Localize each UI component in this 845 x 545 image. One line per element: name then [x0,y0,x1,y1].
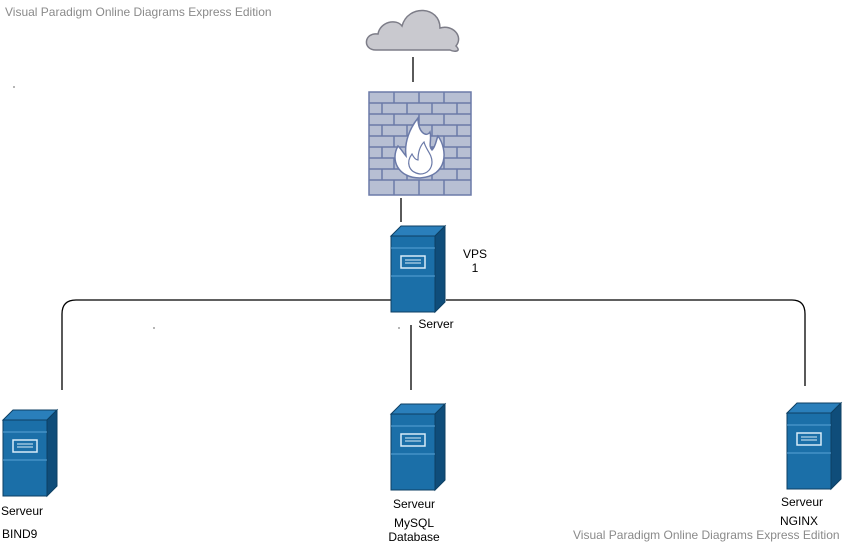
main-server-icon[interactable] [390,225,446,313]
bind9-label-line1: Serveur [1,504,44,518]
server-bind9-link [61,299,392,390]
nginx-label-line2: NGINX [779,514,819,528]
vps-label-line2: 1 [471,261,479,275]
bind9-server-icon[interactable] [2,409,58,497]
nginx-label-line1: Serveur [780,495,824,509]
bind9-label-line2: BIND9 [2,527,38,541]
stray-dot [13,86,15,88]
mysql-label-line2: MySQL [393,516,435,530]
mysql-label-line3: Database [388,530,440,544]
stray-dot [153,327,155,329]
mysql-label-line1: Serveur [392,497,436,511]
cloud-icon[interactable] [365,9,460,52]
main-server-label: Server [418,317,454,331]
connector-lines [61,57,806,390]
mysql-server-icon[interactable] [390,403,446,491]
stray-dot [398,327,400,329]
watermark-bottom: Visual Paradigm Online Diagrams Express … [573,528,840,542]
vps-label-line1: VPS [462,247,488,261]
watermark-top: Visual Paradigm Online Diagrams Express … [5,5,272,19]
nginx-server-icon[interactable] [786,402,842,490]
server-nginx-link [446,299,806,386]
firewall-icon[interactable] [368,91,472,196]
